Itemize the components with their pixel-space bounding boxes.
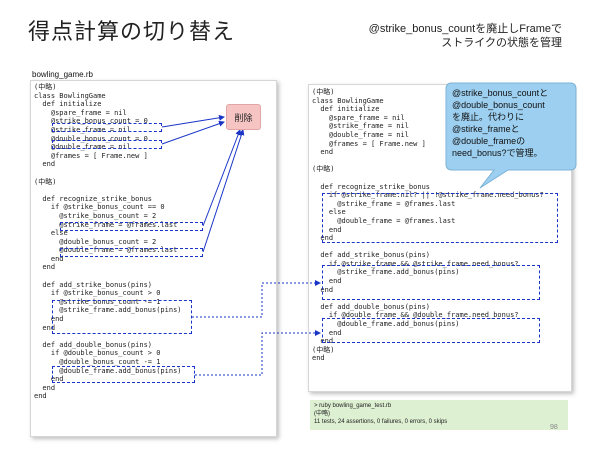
code-line: end [34, 383, 56, 392]
callout-line: @stirke_frameと [452, 124, 520, 134]
code-line: @strike_frame = nil [34, 125, 131, 134]
code-line: end [34, 160, 56, 169]
callout-line: @double_bonus_count [452, 100, 545, 110]
callout-line: @strike_bonus_countと [452, 88, 549, 98]
code-line: if @double_bonus_count > 0 [34, 349, 161, 358]
code-line: @strike_frame.add_bonus(pins) [34, 306, 182, 315]
code-line: (中略) [312, 165, 335, 174]
delete-badge: 削除 [226, 104, 261, 130]
code-line: def initialize [34, 100, 102, 109]
highlight-add-double-bonus [52, 366, 195, 383]
code-line: @double_frame = nil [34, 143, 131, 152]
code-line: end [312, 148, 334, 157]
highlight-new-recognize [322, 193, 558, 243]
code-line: (中略) [34, 177, 57, 186]
arrow-add-strike [192, 280, 321, 318]
code-line: if @double_frame && @double_frame.need_b… [312, 311, 519, 320]
page-number: 98 [550, 424, 558, 431]
code-line: end [34, 315, 64, 324]
slide-subtitle: @strike_bonus_countを廃止しFrameで ストライクの状態を管… [369, 22, 562, 50]
code-line: @double_bonus_count = 0 [34, 134, 148, 143]
code-line: def add_strike_bonus(pins) [312, 251, 431, 260]
console-result: 11 tests, 24 assertions, 0 failures, 0 e… [314, 419, 448, 425]
code-line: @spare_frame = nil [34, 108, 127, 117]
code-line: end [34, 263, 56, 272]
code-line: end [34, 254, 64, 263]
code-line: @double_frame.add_bonus(pins) [312, 320, 460, 329]
callout-line: need_bonus?で管理。 [452, 148, 543, 158]
code-line: end [312, 328, 342, 337]
code-line: if @strike_frame.nil? || !@strike_frame.… [312, 191, 544, 200]
code-line: end [312, 337, 334, 346]
after-code: (中略)class BowlingGame def initialize @sp… [312, 88, 544, 363]
code-line: end [312, 225, 342, 234]
code-line: end [312, 277, 342, 286]
code-line: else [312, 208, 346, 217]
console-omitted: (中略) [314, 411, 330, 417]
code-line: if @strike_bonus_count > 0 [34, 289, 161, 298]
highlight-strike-bonus-init [52, 123, 162, 132]
code-line: def recognize_strike_bonus [312, 182, 431, 191]
console-command: > ruby bowling_game_test.rb [314, 403, 392, 409]
code-line: @strike_frame = nil [312, 122, 409, 131]
code-line: @double_frame.add_bonus(pins) [34, 366, 182, 375]
code-line: end [312, 354, 325, 363]
code-line: end [34, 375, 64, 384]
code-line: if @strike_bonus_count == 0 [34, 203, 165, 212]
code-line: def recognize_strike_bonus [34, 194, 153, 203]
slide-title: 得点計算の切り替え [28, 19, 236, 44]
code-line: else [34, 229, 68, 238]
filename-label: bowling_game.rb [32, 70, 93, 79]
code-line: @double_frame = nil [312, 130, 409, 139]
arrow-strike-assign-to-delete [202, 129, 242, 227]
code-line: def add_double_bonus(pins) [34, 340, 153, 349]
code-line: @double_bonus_count = 2 [34, 237, 157, 246]
code-line: (中略) [312, 88, 335, 96]
code-line: def initialize [312, 105, 380, 114]
highlight-new-add-strike [322, 265, 540, 300]
code-line: def add_strike_bonus(pins) [34, 280, 153, 289]
code-line: class BowlingGame [34, 91, 106, 100]
callout-line: を廃止。代わりに [452, 112, 525, 122]
code-line: @strike_bonus_count -= 1 [34, 297, 161, 306]
arrow-double-assign-to-delete [202, 129, 245, 253]
highlight-new-add-double [322, 318, 540, 343]
arrow-double-init-to-delete [161, 120, 225, 145]
code-line: @strike_frame = @frames.last [312, 199, 456, 208]
test-output-console: > ruby bowling_game_test.rb (中略) 11 test… [310, 400, 568, 430]
highlight-add-strike-bonus [52, 300, 192, 334]
highlight-strike-bonus-assign [60, 222, 203, 231]
callout-text: @strike_bonus_countと @double_bonus_count… [452, 87, 574, 159]
subtitle-line-2: ストライクの状態を管理 [441, 37, 562, 49]
code-line: @strike_bonus_count = 0 [34, 117, 148, 126]
code-line: @double_bonus_count -= 1 [34, 358, 161, 366]
code-line: (中略) [34, 83, 57, 91]
code-line: end [34, 323, 56, 332]
code-line: end [34, 392, 47, 401]
code-line: def add_double_bonus(pins) [312, 302, 431, 311]
code-line: @strike_frame = @frames.last [34, 220, 178, 229]
code-line: @strike_bonus_count = 2 [34, 211, 157, 220]
code-line: (中略) [312, 345, 335, 354]
code-line: @double_frame = @frames.last [34, 246, 178, 255]
before-code: (中略)class BowlingGame def initialize @sp… [34, 83, 182, 401]
code-line: @frames = [ Frame.new ] [312, 139, 426, 148]
subtitle-line-1: @strike_bonus_countを廃止しFrameで [368, 23, 562, 35]
arrow-strike-init-to-delete [161, 114, 225, 128]
code-line: @double_frame = @frames.last [312, 216, 456, 225]
highlight-double-bonus-assign [60, 248, 203, 257]
code-line: end [312, 234, 334, 243]
highlight-double-bonus-init [52, 140, 162, 149]
code-line: class BowlingGame [312, 96, 384, 105]
callout-line: @double_frameの [452, 136, 526, 146]
arrow-add-double [195, 330, 321, 376]
code-line: @spare_frame = nil [312, 113, 405, 122]
code-line: if @strike_frame && @strike_frame.need_b… [312, 259, 519, 268]
code-line: @strike_frame.add_bonus(pins) [312, 268, 460, 277]
code-line: end [312, 285, 334, 294]
code-line: @frames = [ Frame.new ] [34, 151, 148, 160]
